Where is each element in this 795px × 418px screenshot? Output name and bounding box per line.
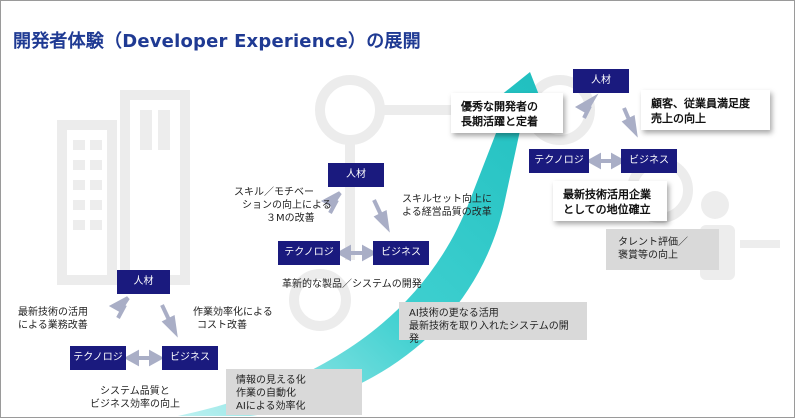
stage3-technology-node: テクノロジ (529, 149, 589, 173)
stage2-jinzai-node: 人材 (328, 163, 384, 187)
stage3-callout-left: 優秀な開発者の長期活躍と定着 (451, 93, 563, 133)
stage1-upper-left-text: 最新技術の活用による業務改善 (18, 307, 88, 331)
stage2-technology-node: テクノロジ (278, 241, 340, 265)
stage1-bottom-text: システム品質とビジネス効率の向上 (90, 386, 180, 410)
stage1-jinzai-node: 人材 (117, 270, 170, 294)
stage1-technology-node: テクノロジ (70, 346, 126, 370)
stage3-info-box: タレント評価／褒賞等の向上 (606, 229, 719, 270)
stage3-callout-right: 顧客、従業員満足度売上の向上 (641, 90, 770, 130)
stage3-business-node: ビジネス (621, 149, 677, 173)
stage2-upper-right-text: スキルセット向上による経営品質の改革 (402, 194, 492, 218)
stage2-bottom-text: 革新的な製品／システムの開発 (282, 279, 422, 290)
stage2-info-box: AI技術の更なる活用最新技術を取り入れたシステムの開発 (399, 302, 587, 345)
stage1-upper-right-text: 作業効率化によるコスト改善 (193, 307, 273, 331)
stage1-business-node: ビジネス (162, 346, 218, 370)
stage2-business-node: ビジネス (373, 241, 429, 265)
page-title: 開発者体験（Developer Experience）の展開 (13, 31, 421, 52)
stage3-callout-bottom: 最新技術活用企業としての地位確立 (553, 181, 667, 221)
stage3-jinzai-node: 人材 (573, 69, 629, 93)
